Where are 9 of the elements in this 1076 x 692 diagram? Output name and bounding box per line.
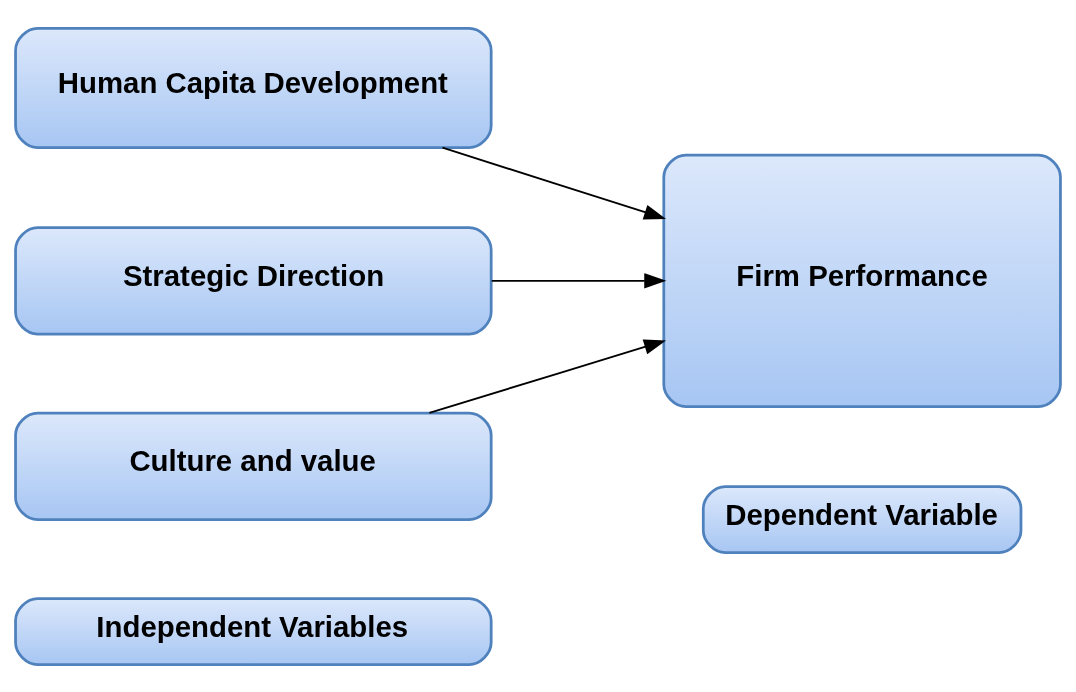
node-box: Independent Variables: [14, 596, 493, 666]
arrow: [428, 338, 667, 414]
arrow: [441, 146, 667, 220]
node-box: Firm Performance: [662, 153, 1062, 408]
node-box: Culture and value: [14, 411, 493, 521]
node-box: Dependent Variable: [701, 484, 1023, 554]
node-box: Human Capita Development: [14, 26, 493, 149]
node-box: Strategic Direction: [14, 225, 493, 335]
arrow: [490, 272, 667, 289]
